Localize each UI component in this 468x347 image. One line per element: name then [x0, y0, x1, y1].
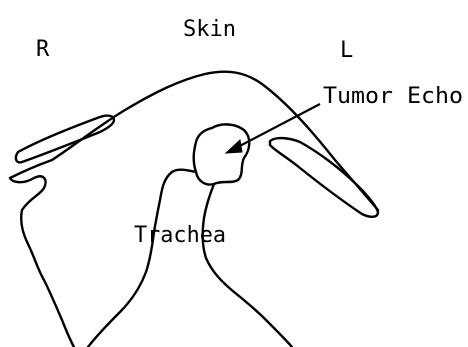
label-left: L — [340, 38, 353, 63]
trachea-outline — [88, 170, 196, 347]
tumor-arrow-head — [226, 140, 242, 153]
right-deep-contour — [10, 176, 74, 347]
label-right: R — [36, 37, 50, 62]
label-tumor-echo: Tumor Echo — [323, 84, 463, 109]
right-muscle-shape — [16, 116, 114, 163]
tumor-shape — [194, 124, 250, 184]
trachea-right-wall — [203, 184, 292, 347]
label-skin: Skin — [183, 17, 236, 42]
left-muscle-shape — [270, 138, 378, 217]
label-trachea: Trachea — [134, 223, 226, 248]
